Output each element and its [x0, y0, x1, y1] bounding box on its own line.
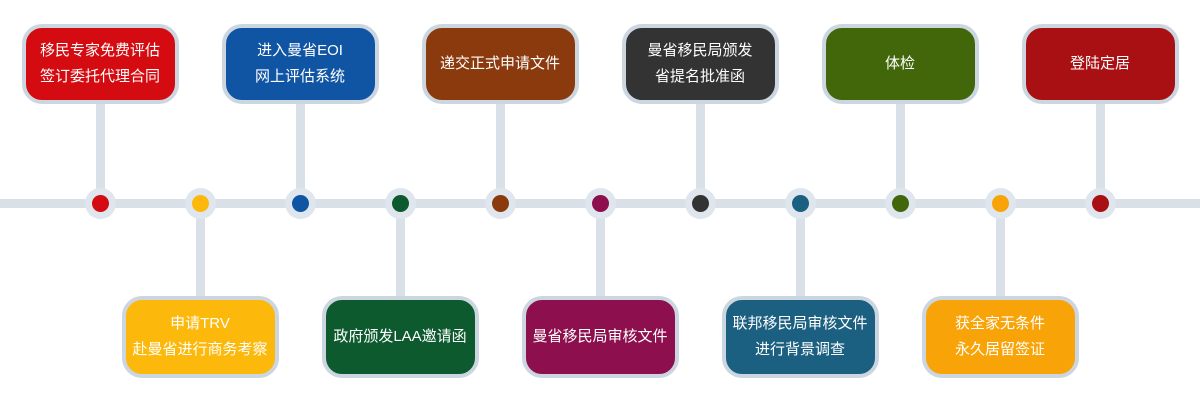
step-connector-line: [195, 203, 205, 300]
step-connector-line: [95, 100, 105, 204]
step-label-line: 赴曼省进行商务考察: [132, 341, 268, 358]
timeline-node-dot: [991, 195, 1009, 212]
step-card-2: 申请TRV 赴曼省进行商务考察: [121, 296, 279, 378]
step-card-3: 进入曼省EOI 网上评估系统: [221, 24, 379, 104]
step-label-line: 递交正式申请文件: [439, 55, 560, 72]
timeline-node-dot: [891, 195, 909, 212]
step-connector-line: [795, 203, 805, 300]
step-label-line: 网上评估系统: [254, 68, 345, 85]
step-connector-line: [695, 100, 705, 204]
step-label-line: 申请TRV: [170, 315, 230, 332]
timeline-node-dot: [391, 195, 409, 212]
step-card-8: 联邦移民局审核文件进行背景调查: [721, 296, 879, 378]
step-label-line: 签订委托代理合同: [39, 68, 160, 85]
step-card-4: 政府颁发LAA邀请函: [321, 296, 479, 378]
step-connector-line: [295, 100, 305, 204]
step-card-5: 递交正式申请文件: [421, 24, 579, 104]
step-connector-line: [595, 203, 605, 300]
step-card-1: 移民专家免费评估签订委托代理合同: [21, 24, 179, 104]
step-label-line: 进入曼省EOI: [257, 42, 343, 59]
timeline-node-dot: [591, 195, 609, 212]
step-connector-line: [995, 203, 1005, 300]
step-label-line: 进行背景调查: [754, 341, 845, 358]
step-connector-line: [495, 100, 505, 204]
step-label-line: 曼省移民局审核文件: [532, 328, 668, 345]
step-label-line: 曼省移民局颁发: [647, 42, 753, 59]
timeline-node-dot: [291, 195, 309, 212]
step-label-line: 省提名批准函: [654, 68, 745, 85]
timeline-node-dot: [191, 195, 209, 212]
step-label-line: 永久居留签证: [954, 341, 1045, 358]
timeline-node-dot: [1091, 195, 1109, 212]
step-connector-line: [895, 100, 905, 204]
timeline-node-dot: [91, 195, 109, 212]
timeline-node-dot: [791, 195, 809, 212]
step-label-line: 政府颁发LAA邀请函: [333, 328, 467, 345]
step-label-line: 联邦移民局审核文件: [732, 315, 868, 332]
step-card-10: 获全家无条件永久居留签证: [921, 296, 1079, 378]
timeline-node-dot: [691, 195, 709, 212]
step-card-9: 体检: [821, 24, 979, 104]
timeline-node-dot: [491, 195, 509, 212]
step-connector-line: [1095, 100, 1105, 204]
step-card-6: 曼省移民局审核文件: [521, 296, 679, 378]
step-label-line: 体检: [884, 55, 915, 72]
step-label-line: 移民专家免费评估: [39, 42, 160, 59]
step-card-7: 曼省移民局颁发省提名批准函: [621, 24, 779, 104]
step-label-line: 获全家无条件: [954, 315, 1045, 332]
step-card-11: 登陆定居: [1021, 24, 1179, 104]
step-label-line: 登陆定居: [1069, 55, 1130, 72]
step-connector-line: [395, 203, 405, 300]
